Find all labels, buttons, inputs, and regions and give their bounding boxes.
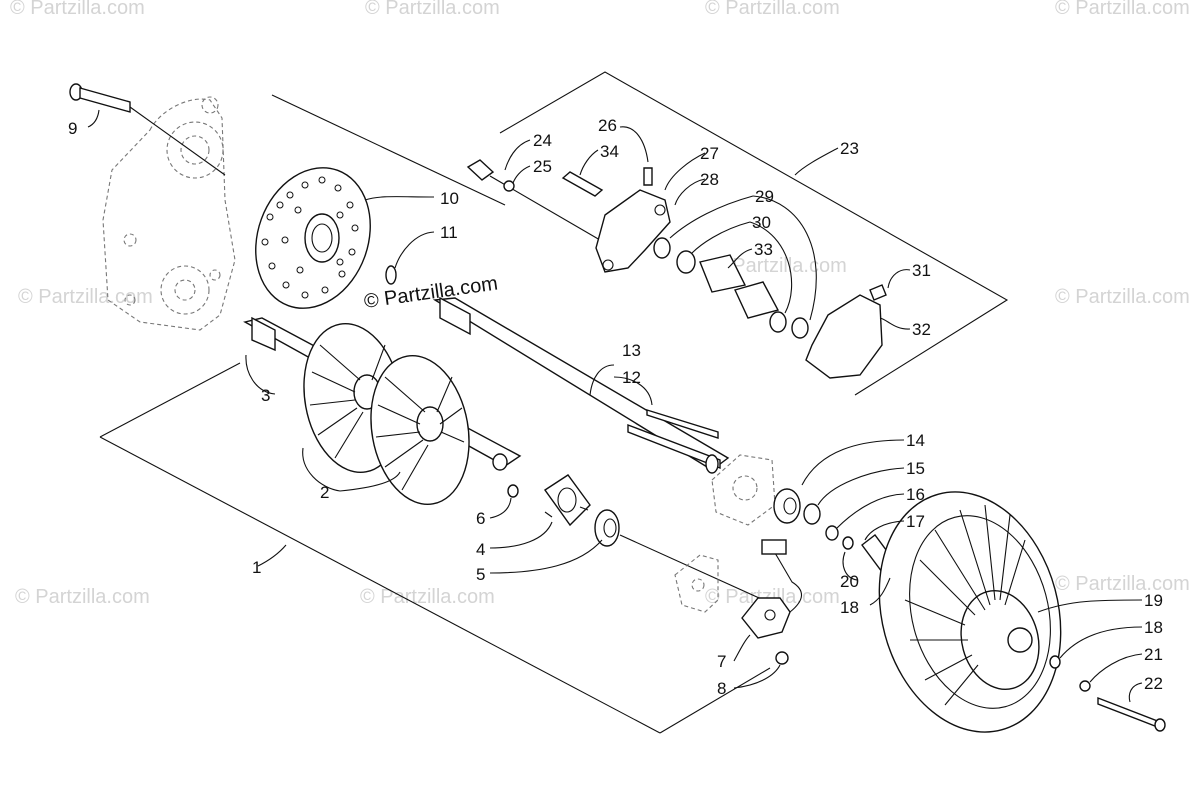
callout-2: 2 [320, 483, 329, 502]
watermark-text: © Partzilla.com [365, 0, 500, 19]
caliper-half [595, 189, 671, 273]
callout-32: 32 [912, 320, 931, 339]
group-outline-23 [499, 71, 1009, 396]
callout-28: 28 [700, 170, 719, 189]
callout-18-secondary: 18 [1144, 618, 1163, 637]
callout-34: 34 [600, 142, 619, 161]
callout-14: 14 [906, 431, 925, 450]
callout-29: 29 [755, 187, 774, 206]
brake-disc [255, 167, 371, 309]
callout-3: 3 [261, 386, 270, 405]
watermark-text: © Partzilla.com [15, 586, 150, 608]
callout-27: 27 [700, 144, 719, 163]
brake-pad [734, 281, 780, 319]
callout-10: 10 [440, 189, 459, 208]
bolt-9 [69, 83, 226, 176]
watermark-text: © Partzilla.com [1055, 0, 1190, 19]
jackshaft [432, 296, 730, 474]
watermark-text: © Partzilla.com [1055, 286, 1190, 308]
callout-23: 23 [840, 139, 859, 158]
clutch-bolt [1097, 696, 1166, 732]
callout-8: 8 [717, 679, 726, 698]
watermark-layer: © Partzilla.com © Partzilla.com © Partzi… [10, 0, 1190, 608]
callout-7: 7 [717, 652, 726, 671]
callout-31: 31 [912, 261, 931, 280]
callout-9: 9 [68, 119, 77, 138]
callout-24: 24 [533, 131, 552, 150]
callout-12: 12 [622, 368, 641, 387]
speed-sensor [741, 539, 803, 639]
callout-1: 1 [252, 558, 261, 577]
callout-21: 21 [1144, 645, 1163, 664]
washer [503, 180, 515, 192]
reference-plate [674, 554, 719, 613]
center-watermark: © Partzilla.com [363, 272, 500, 313]
callout-4: 4 [476, 540, 485, 559]
caliper-half [805, 294, 883, 379]
watermark-text: © Partzilla.com [18, 286, 153, 308]
callout-25: 25 [533, 157, 552, 176]
callout-5: 5 [476, 565, 485, 584]
watermark-text: © Partzilla.com [10, 0, 145, 19]
washer [1049, 655, 1061, 669]
callout-26: 26 [598, 116, 617, 135]
callout-19: 19 [1144, 591, 1163, 610]
callout-30: 30 [752, 213, 771, 232]
washer [803, 503, 821, 525]
seal [653, 237, 671, 259]
watermark-text: © Partzilla.com [705, 586, 840, 608]
bearing [594, 509, 620, 547]
piston [769, 311, 787, 333]
bearing [773, 488, 801, 524]
key [507, 484, 519, 498]
bleed-screw [869, 284, 887, 301]
callout-17: 17 [906, 512, 925, 531]
callout-33: 33 [754, 240, 773, 259]
bearing-race [783, 497, 797, 515]
washer [1079, 680, 1091, 692]
piston [676, 250, 696, 274]
bearing-housing-reference [711, 454, 776, 526]
callout-11: 11 [440, 223, 458, 242]
brake-pad [699, 254, 747, 293]
washer [842, 536, 854, 550]
callout-6: 6 [476, 509, 485, 528]
gearcase-housing [102, 96, 236, 331]
callout-20: 20 [840, 572, 859, 591]
bearing-flange [544, 474, 591, 527]
group-outline-1 [99, 94, 771, 734]
leader-lines [87, 109, 1143, 703]
callout-16: 16 [906, 485, 925, 504]
callout-15: 15 [906, 459, 925, 478]
nut [775, 651, 789, 665]
watermark-text: © Partzilla.com [1055, 573, 1190, 595]
drive-sprocket [370, 354, 470, 506]
watermark-text: © Partzilla.com [360, 586, 495, 608]
callout-labels: 1 2 3 4 5 6 7 8 9 10 11 12 13 14 15 16 1… [68, 116, 1163, 698]
watermark-text: © Partzilla.com [705, 0, 840, 19]
callout-18: 18 [840, 598, 859, 617]
callout-13: 13 [622, 341, 641, 360]
driven-clutch [878, 491, 1062, 733]
snap-ring [385, 265, 397, 285]
seal [791, 317, 809, 339]
bleed-screw [643, 167, 653, 186]
watermark-text: © Partzilla.com [712, 255, 847, 277]
callout-22: 22 [1144, 674, 1163, 693]
cotter-pin [561, 171, 604, 197]
washer [825, 525, 839, 541]
